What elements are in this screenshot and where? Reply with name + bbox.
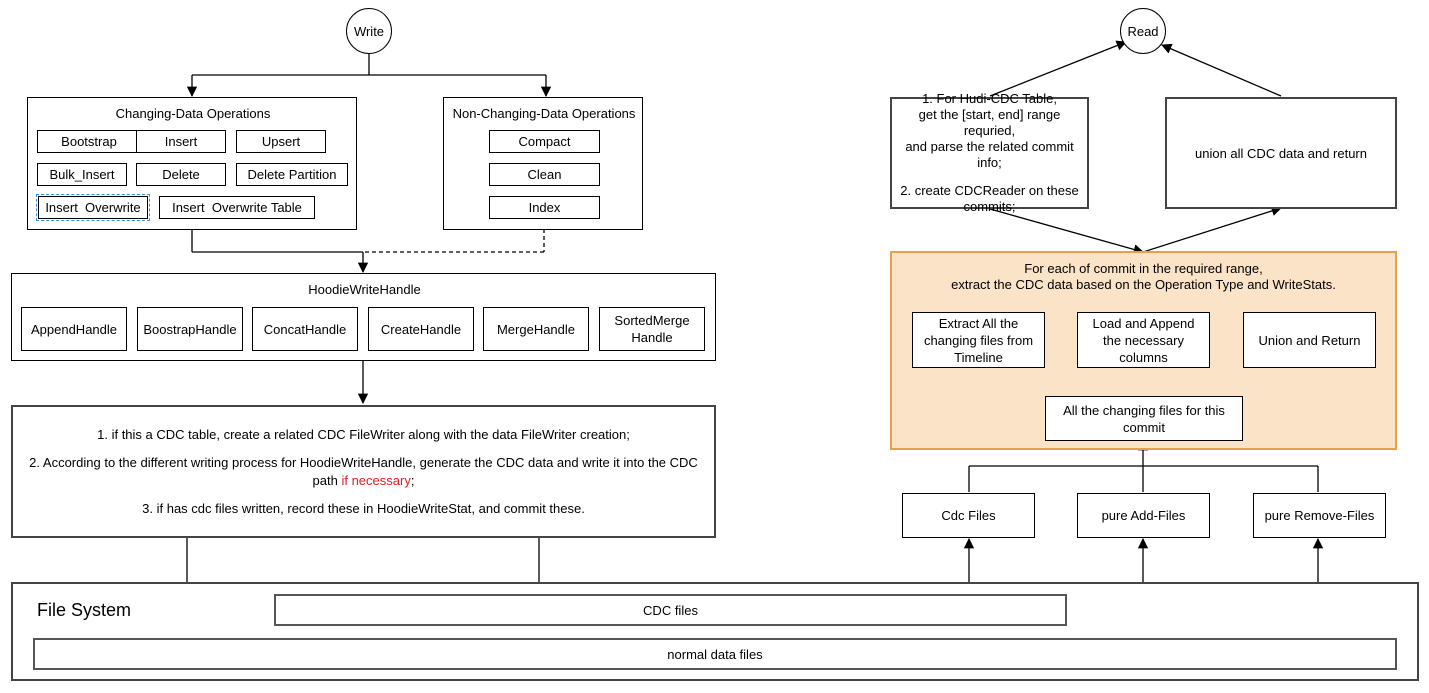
op-delete-partition: Delete Partition	[236, 163, 348, 186]
hoodie-write-handle-title: HoodieWriteHandle	[308, 282, 421, 297]
prepare-line-1: 1. For Hudi-CDC Table,	[922, 91, 1057, 106]
cdc-step-2-highlight: if necessary	[341, 472, 411, 488]
cdc-reader-prepare: 1. For Hudi-CDC Table, get the [start, e…	[890, 91, 1089, 214]
commit-group-title-2: extract the CDC data based on the Operat…	[951, 277, 1336, 292]
op-compact: Compact	[489, 130, 600, 153]
bootstrap-handle: BoostrapHandle	[137, 307, 243, 351]
cdc-step-2-end: ;	[410, 472, 415, 488]
sorted-merge-handle: SortedMerge Handle	[599, 307, 705, 351]
read-root-label: Read	[1127, 23, 1159, 39]
merge-handle: MergeHandle	[483, 307, 589, 351]
cdc-step-1: 1. if this a CDC table, create a related…	[97, 426, 630, 442]
op-bootstrap: Bootstrap	[37, 130, 141, 153]
write-root-label: Write	[353, 23, 385, 39]
hoodie-write-handle-group: HoodieWriteHandle	[11, 273, 716, 361]
changing-ops-title: Changing-Data Operations	[115, 106, 271, 121]
union-all-cdc: union all CDC data and return	[1165, 97, 1397, 209]
cdc-files-storage: CDC files	[274, 594, 1067, 626]
pure-remove-files-type: pure Remove-Files	[1253, 493, 1386, 538]
cdc-files-type: Cdc Files	[902, 493, 1035, 538]
op-clean: Clean	[489, 163, 600, 186]
prepare-line-5: commits;	[963, 199, 1016, 214]
changing-files-for-commit: All the changing files for this commit	[1045, 396, 1243, 441]
concat-handle: ConcatHandle	[252, 307, 358, 351]
prepare-line-4: 2. create CDCReader on these	[900, 183, 1079, 198]
normal-data-files-storage: normal data files	[33, 638, 1397, 670]
op-index: Index	[489, 196, 600, 219]
cdc-step-3: 3. if has cdc files written, record thes…	[142, 500, 585, 516]
cdc-step-2-text: 2. According to the different writing pr…	[29, 454, 698, 488]
extract-changing-files: Extract All the changing files from Time…	[912, 312, 1045, 368]
op-insert-overwrite-table: Insert Overwrite Table	[159, 196, 315, 219]
cdc-step-2: 2. According to the different writing pr…	[24, 454, 704, 490]
append-handle: AppendHandle	[21, 307, 127, 351]
load-append-columns: Load and Append the necessary columns	[1077, 312, 1210, 368]
create-handle: CreateHandle	[368, 307, 474, 351]
op-bulk-insert: Bulk_Insert	[37, 163, 127, 186]
pure-add-files-type: pure Add-Files	[1077, 493, 1210, 538]
op-insert: Insert	[136, 130, 226, 153]
read-root-node: Read	[1120, 8, 1166, 54]
prepare-line-2: get the [start, end] range requried,	[918, 107, 1061, 138]
write-root-node: Write	[346, 8, 392, 54]
commit-group-title-1: For each of commit in the required range…	[1024, 261, 1263, 276]
non-changing-ops-title: Non-Changing-Data Operations	[452, 106, 636, 121]
op-delete: Delete	[136, 163, 226, 186]
op-upsert: Upsert	[236, 130, 326, 153]
file-system-title: File System	[37, 600, 132, 620]
prepare-line-3: and parse the related commit info;	[905, 139, 1074, 170]
cdc-write-steps: 1. if this a CDC table, create a related…	[11, 405, 716, 538]
union-and-return: Union and Return	[1243, 312, 1376, 368]
op-insert-overwrite[interactable]: Insert Overwrite	[36, 194, 150, 221]
